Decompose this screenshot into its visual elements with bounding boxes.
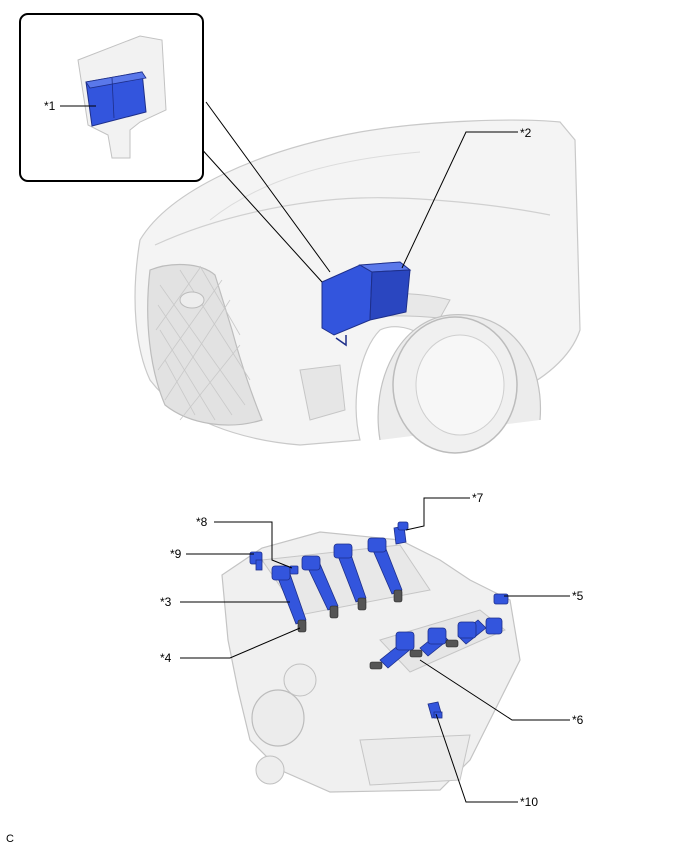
bumper-vent bbox=[299, 364, 346, 421]
callout-2: *2 bbox=[520, 126, 532, 140]
leader-10 bbox=[435, 713, 518, 803]
spark-plugs-bank1 bbox=[297, 589, 403, 633]
inset-detail bbox=[19, 13, 204, 182]
callout-8: *8 bbox=[196, 515, 208, 529]
zoom-line-upper bbox=[205, 101, 331, 273]
callout-6: *6 bbox=[572, 713, 584, 727]
callout-5: *5 bbox=[572, 589, 584, 603]
oil-pan bbox=[359, 734, 471, 786]
hood-line bbox=[154, 197, 551, 246]
vehicle-front-view bbox=[134, 101, 581, 454]
ecm-in-vehicle bbox=[321, 261, 412, 347]
ignition-coils-bank2 bbox=[379, 617, 503, 669]
zoom-line-lower bbox=[197, 144, 323, 283]
leader-6 bbox=[419, 659, 570, 721]
hood-crease bbox=[209, 151, 421, 221]
leader-8 bbox=[214, 521, 293, 569]
figure-code: C bbox=[6, 833, 14, 845]
alternator bbox=[283, 663, 317, 697]
engine-view bbox=[221, 521, 521, 793]
callout-4: *4 bbox=[160, 651, 172, 665]
crank-pulley bbox=[251, 689, 305, 747]
leader-lines bbox=[60, 105, 570, 803]
leader-2 bbox=[401, 131, 518, 269]
sensor-7 bbox=[393, 521, 409, 545]
sensor-10 bbox=[427, 701, 443, 719]
ecm-inset bbox=[85, 71, 147, 127]
emblem bbox=[179, 291, 205, 309]
callout-1: *1 bbox=[44, 99, 56, 113]
grille-mesh bbox=[155, 265, 251, 421]
callout-10: *10 bbox=[520, 795, 538, 809]
wheel-rim bbox=[415, 334, 505, 436]
callout-3: *3 bbox=[160, 595, 172, 609]
idler-pulley bbox=[255, 755, 285, 785]
spark-plugs-bank2 bbox=[369, 639, 459, 670]
callout-7: *7 bbox=[472, 491, 484, 505]
callout-labels: *1 *2 *3 *4 *5 *6 *7 *8 *9 *10 bbox=[44, 99, 584, 809]
ignition-coils-bank1 bbox=[271, 537, 403, 625]
spindle-grille bbox=[147, 263, 263, 426]
leader-4 bbox=[180, 627, 301, 659]
callout-9: *9 bbox=[170, 547, 182, 561]
leader-7 bbox=[405, 497, 470, 531]
sensor-9 bbox=[249, 551, 263, 571]
